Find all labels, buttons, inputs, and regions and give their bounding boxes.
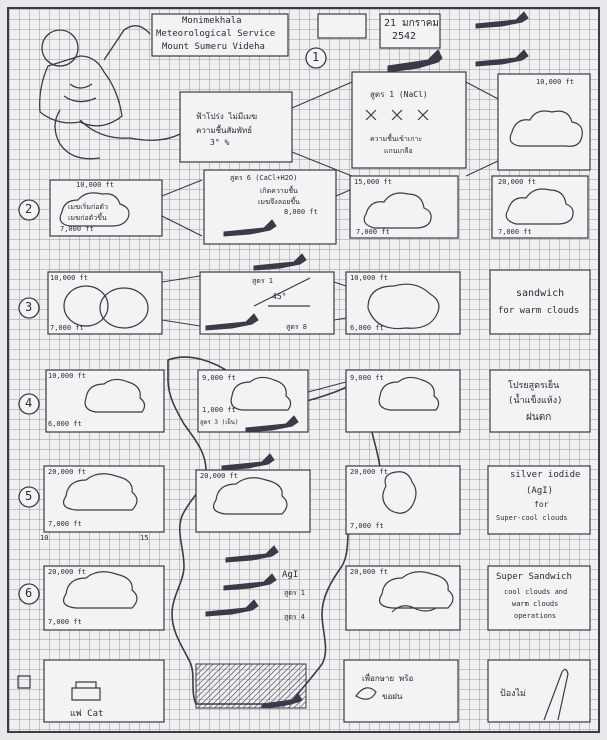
step1-center-text-2: แกนเกลือ bbox=[384, 146, 413, 157]
row-number-2: 2 bbox=[25, 202, 32, 216]
step4-alt-b-low: 1,000 ft bbox=[202, 406, 236, 414]
step1-left-text-2: ความชื้นสัมพัทธ์ bbox=[196, 124, 252, 137]
step2-center-text-2: เมฆจึงลอยขึ้น bbox=[258, 197, 300, 208]
bottom-center-text-1: เพื่อกษาย พร้อ bbox=[362, 672, 413, 685]
step3-angle: 45° bbox=[272, 292, 286, 301]
row-number-6: 6 bbox=[25, 586, 32, 600]
step5-right-line3: for bbox=[534, 500, 548, 509]
step2-center-text-3: 8,000 ft bbox=[284, 208, 318, 216]
step3-right-line2: for warm clouds bbox=[498, 306, 579, 316]
step2-alt-c-bottom: 7,000 ft bbox=[356, 228, 390, 236]
step2-center-text-1: เกิดความชื้น bbox=[260, 186, 298, 197]
step6-alt-c: 20,000 ft bbox=[350, 568, 388, 576]
step5-alt-b: 20,000 ft bbox=[200, 472, 238, 480]
step4-right-line3: ฝนตก bbox=[526, 410, 551, 425]
step5-right-line4: Super-cool clouds bbox=[496, 514, 568, 522]
step2-cloud-text-2: เมฆก่อตัวขึ้น bbox=[68, 213, 107, 224]
step6-formula-1: สูตร 1 bbox=[284, 588, 305, 599]
row-number-3: 3 bbox=[25, 300, 32, 314]
step2-cloud-text-1: เมฆเริ่มก่อตัว bbox=[68, 202, 108, 213]
step6-right-line3: warm clouds bbox=[512, 600, 558, 608]
org-name-line3: Mount Sumeru Videha bbox=[162, 42, 265, 52]
step5-alt-c: 20,000 ft bbox=[350, 468, 388, 476]
step3-top-alt: 10,000 ft bbox=[50, 274, 88, 282]
bottom-left-label: แพ่ Cat bbox=[70, 706, 103, 720]
bottom-center-text-2: ขอฝน bbox=[382, 690, 402, 703]
step1-formula: สูตร 1 (NaCl) bbox=[370, 88, 428, 101]
step5-bottom-alt: 7,000 ft bbox=[48, 520, 82, 528]
step6-right-line4: operations bbox=[514, 612, 556, 620]
row-number-1: 1 bbox=[312, 50, 319, 64]
step5-alt-c-bottom: 7,000 ft bbox=[350, 522, 384, 530]
step6-right-line1: Super Sandwich bbox=[496, 572, 572, 582]
step2-top-alt: 10,000 ft bbox=[76, 181, 114, 189]
step1-center-text-1: ความชื้นเข้าเกาะ bbox=[370, 134, 422, 145]
step2-alt-d-bottom: 7,000 ft bbox=[498, 228, 532, 236]
step5-coord-1: 10 bbox=[40, 534, 48, 542]
step2-formula: สูตร 6 (CaCl+H2O) bbox=[230, 173, 297, 184]
org-name-line2: Meteorological Service bbox=[156, 29, 275, 39]
row-number-5: 5 bbox=[25, 489, 32, 503]
step4-bottom-alt: 6,000 ft bbox=[48, 420, 82, 428]
step3-formula-top: สูตร 1 bbox=[252, 276, 273, 287]
step6-right-line2: cool clouds and bbox=[504, 588, 567, 596]
row-number-4: 4 bbox=[25, 396, 32, 410]
step4-alt-c: 9,000 ft bbox=[350, 374, 384, 382]
org-name-line1: Monimekhala bbox=[182, 16, 242, 26]
step4-alt-b: 9,000 ft bbox=[202, 374, 236, 382]
step6-formula-4: สูตร 4 bbox=[284, 612, 305, 623]
step5-top-alt: 20,000 ft bbox=[48, 468, 86, 476]
bottom-right-label: ป้องไม่ bbox=[500, 686, 526, 700]
step2-alt-c: 15,000 ft bbox=[354, 178, 392, 186]
step3-alt-c-bottom: 6,000 ft bbox=[350, 324, 384, 332]
step3-bottom-alt: 7,000 ft bbox=[50, 324, 84, 332]
date-line2: 2542 bbox=[392, 31, 416, 42]
date-line1: 21 มกราคม bbox=[384, 16, 439, 31]
step5-right-line1: silver iodide bbox=[510, 470, 580, 480]
step6-bottom-alt: 7,000 ft bbox=[48, 618, 82, 626]
step5-right-line2: (AgI) bbox=[526, 486, 553, 496]
step2-alt-d: 20,000 ft bbox=[498, 178, 536, 186]
step5-coord-2: 15 bbox=[140, 534, 148, 542]
step6-top-alt: 20,000 ft bbox=[48, 568, 86, 576]
step4-formula-b: สูตร 3 (เย็น) bbox=[200, 417, 239, 427]
step2-bottom-alt: 7,000 ft bbox=[60, 225, 94, 233]
step1-left-text-1: ฟ้าโปร่ง ไม่มีเมฆ bbox=[196, 110, 257, 123]
step4-top-alt: 10,000 ft bbox=[48, 372, 86, 380]
step1-left-text-3: 3° % bbox=[210, 138, 229, 147]
step6-agi: AgI bbox=[282, 570, 298, 580]
step3-right-line1: sandwich bbox=[516, 288, 564, 299]
step3-alt-c: 10,000 ft bbox=[350, 274, 388, 282]
step4-right-line2: (น้ำแข็งแห้ง) bbox=[508, 393, 563, 407]
step1-altitude: 10,000 ft bbox=[536, 78, 574, 86]
step3-boxes bbox=[48, 270, 590, 334]
step4-right-line1: โปรยสูตรเย็น bbox=[508, 378, 559, 392]
step3-formula-bottom: สูตร 8 bbox=[286, 322, 307, 333]
